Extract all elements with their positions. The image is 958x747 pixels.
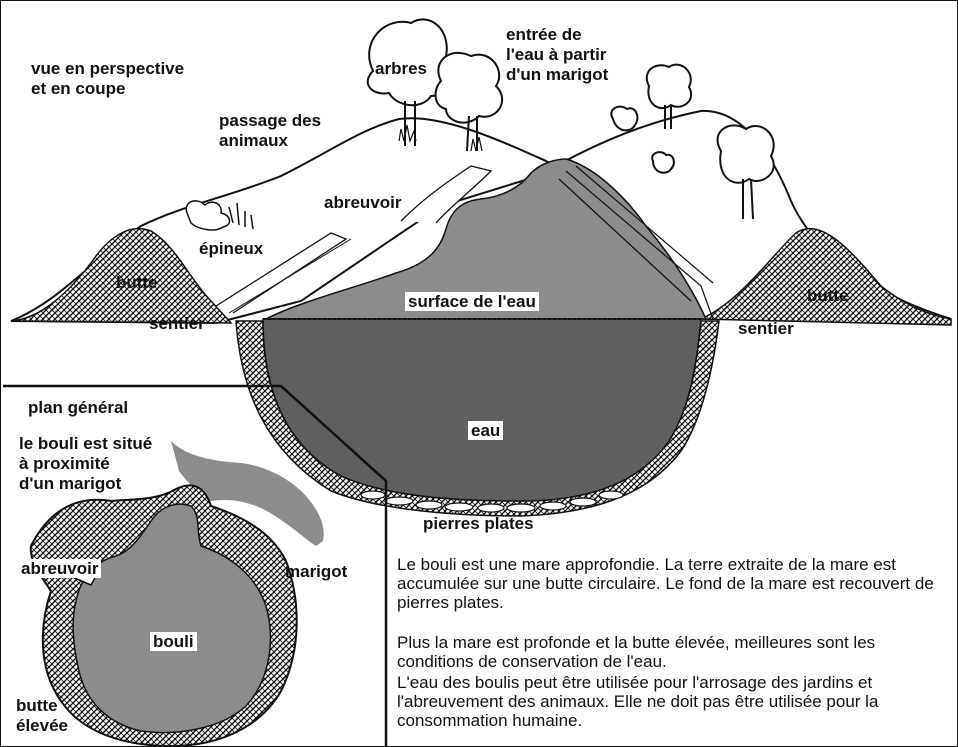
mound-left-label: butte xyxy=(116,273,158,293)
water-label: eau xyxy=(468,421,503,440)
trees-label: arbres xyxy=(375,59,427,79)
description-paragraph-2: Plus la mare est profonde et la butte él… xyxy=(397,633,953,671)
inset-subtitle: le bouli est situé à proximité d'un mari… xyxy=(19,434,152,494)
flat-stones-label: pierres plates xyxy=(423,514,534,534)
inset-title: plan général xyxy=(28,398,128,418)
inset-backwater-label: marigot xyxy=(285,562,347,582)
mound-right-label: butte xyxy=(807,286,849,306)
path-left-label: sentier xyxy=(149,314,205,334)
inset-trough-label: abreuvoir xyxy=(18,559,101,578)
view-title: vue en perspective et en coupe xyxy=(31,59,184,99)
description-paragraph-1: Le bouli est une mare approfondie. La te… xyxy=(397,555,953,612)
description-paragraph-3: L'eau des boulis peut être utilisée pour… xyxy=(397,673,953,730)
path-right-label: sentier xyxy=(738,319,794,339)
trough-label: abreuvoir xyxy=(324,193,401,213)
water-surface-label: surface de l'eau xyxy=(405,292,539,311)
inset-bouli-label: bouli xyxy=(150,632,197,651)
animal-passage-label: passage des animaux xyxy=(219,111,321,151)
thorny-label: épineux xyxy=(199,239,263,259)
inset-raised-mound-label: butte élevée xyxy=(16,696,68,736)
water-entry-label: entrée de l'eau à partir d'un marigot xyxy=(506,25,608,85)
